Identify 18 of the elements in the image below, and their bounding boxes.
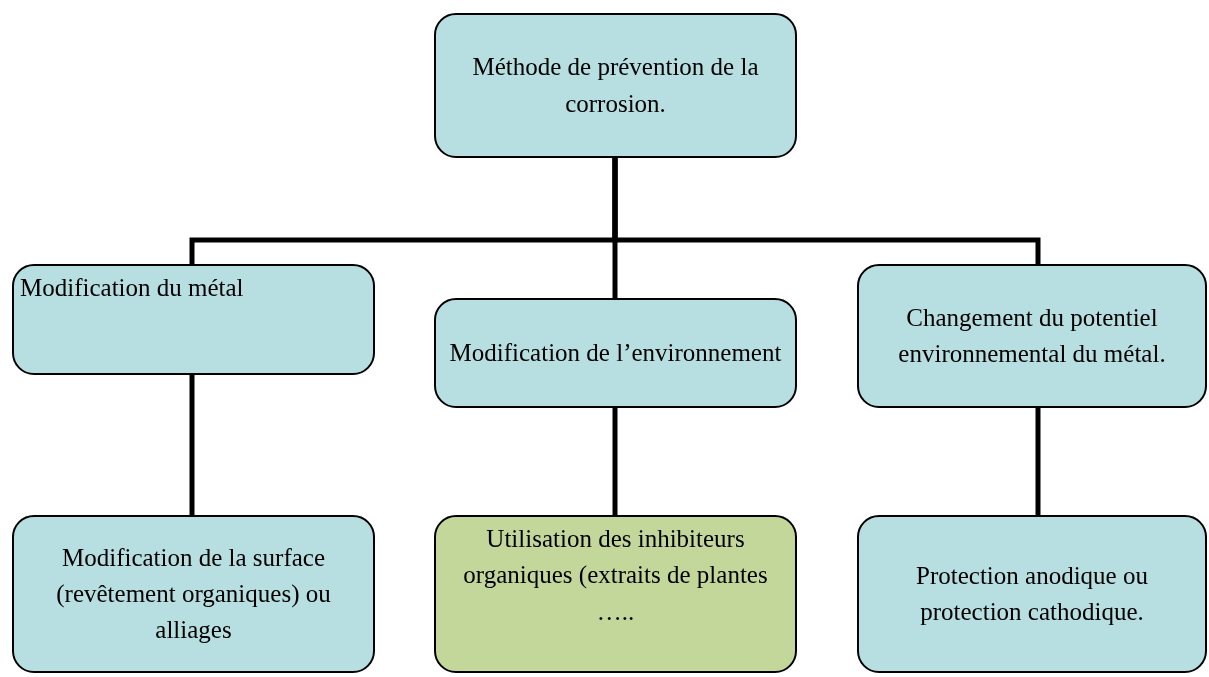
box-text: Modification de l’environnement: [449, 337, 782, 368]
rounded-box: [434, 298, 797, 408]
rounded-box: [12, 515, 375, 673]
connector-line: [612, 158, 1041, 264]
rounded-box: [857, 515, 1207, 673]
rounded-box: [857, 264, 1207, 408]
rounded-box: [434, 13, 797, 158]
box-text: Méthode de prévention de la corrosion.: [471, 52, 760, 119]
connector-line: [189, 375, 195, 515]
box-text: Protection anodique ou protection cathodique.: [915, 560, 1149, 627]
connector-line: [612, 408, 618, 515]
box-text: Modification de la surface (revêtement organiques) ou alliages: [55, 542, 332, 646]
rounded-box: [12, 264, 375, 375]
box-text: Utilisation des inhibiteurs organiques (extraits de plantes …..: [462, 524, 769, 627]
box-text: Changement du potentiel environnemental du métal.: [897, 302, 1167, 369]
rounded-box: [434, 515, 797, 673]
connector-line: [1035, 408, 1041, 515]
box-text: Modification du métal: [20, 273, 244, 303]
